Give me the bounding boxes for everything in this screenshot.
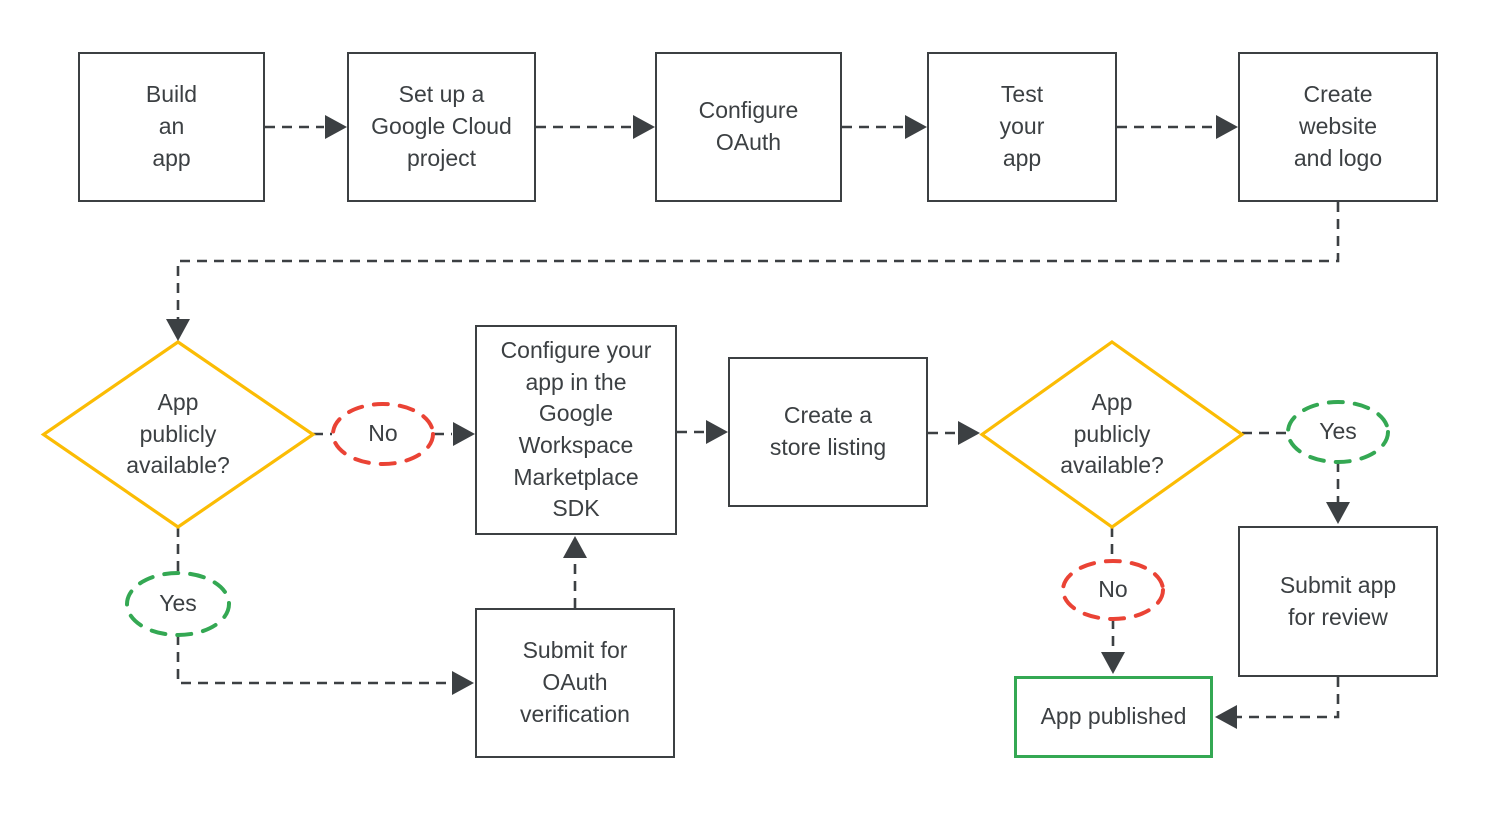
arrowhead-into-decision1 bbox=[166, 319, 190, 341]
node-submit-app-for-review: Submit app for review bbox=[1238, 526, 1438, 677]
arrowhead-into-oauth-verification bbox=[452, 671, 474, 695]
arrowhead-into-test-app bbox=[905, 115, 927, 139]
no1-label: No bbox=[368, 420, 398, 447]
arrowhead-into-app-published-right bbox=[1215, 705, 1237, 729]
arrowhead-into-marketplace-sdk-bottom bbox=[563, 536, 587, 558]
decision2-diamond bbox=[979, 340, 1245, 529]
arrowhead-into-app-published-top bbox=[1101, 652, 1125, 674]
node-build-an-app: Build an app bbox=[78, 52, 265, 202]
node-configure-oauth: Configure OAuth bbox=[655, 52, 842, 202]
arrowhead-into-submit-review bbox=[1326, 502, 1350, 524]
arrowhead-into-marketplace-sdk bbox=[453, 422, 475, 446]
arrowhead-into-store-listing bbox=[706, 420, 728, 444]
yes2-label: Yes bbox=[1319, 418, 1357, 445]
decision2-label: App publicly available? bbox=[1060, 388, 1164, 479]
no2-label: No bbox=[1098, 576, 1128, 603]
node-test-your-app: Test your app bbox=[927, 52, 1117, 202]
node-create-website-and-logo: Create website and logo bbox=[1238, 52, 1438, 202]
arrowhead-into-decision2 bbox=[958, 421, 980, 445]
node-configure-marketplace-sdk: Configure your app in the Google Workspa… bbox=[475, 325, 677, 535]
connector-yes1-to-oauth-verification bbox=[176, 635, 451, 685]
yes1-ellipse bbox=[125, 571, 231, 637]
node-create-store-listing: Create a store listing bbox=[728, 357, 928, 507]
arrowhead-into-website-logo bbox=[1216, 115, 1238, 139]
decision1-label: App publicly available? bbox=[126, 388, 230, 479]
yes2-ellipse bbox=[1286, 400, 1390, 464]
node-set-up-google-cloud-project: Set up a Google Cloud project bbox=[347, 52, 536, 202]
decision1-diamond bbox=[40, 340, 316, 529]
yes1-label: Yes bbox=[159, 590, 197, 617]
node-submit-oauth-verification: Submit for OAuth verification bbox=[475, 608, 675, 758]
no2-ellipse bbox=[1061, 559, 1165, 621]
node-app-published: App published bbox=[1014, 676, 1213, 758]
connector-submit-review-to-app-published bbox=[1237, 677, 1340, 719]
arrowhead-into-configure-oauth bbox=[633, 115, 655, 139]
no1-ellipse bbox=[331, 402, 435, 466]
arrowhead-into-cloud-project bbox=[325, 115, 347, 139]
connector-website-logo-to-decision1 bbox=[176, 202, 1340, 319]
